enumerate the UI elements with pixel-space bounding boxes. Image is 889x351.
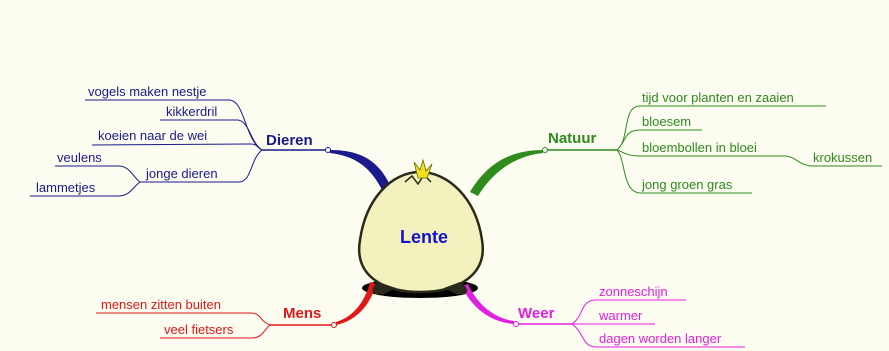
branch-label-natuur: Natuur [548,130,596,147]
branch-label-dieren: Dieren [266,132,313,149]
dieren-leaf-3: koeien naar de wei [98,128,207,143]
dieren-leaf-4: jonge dieren [145,166,218,181]
natuur-leaf-4: krokussen [813,150,872,165]
weer-node-dot [514,322,519,327]
dieren-trunk [330,150,392,194]
dieren-leaf-6: lammetjes [36,180,96,195]
natuur-node-dot [543,148,548,153]
natuur-leaf-1: tijd voor planten en zaaien [642,90,794,105]
mens-node-dot [332,323,337,328]
branch-label-mens: Mens [283,305,321,322]
natuur-leaf-2: bloesem [642,114,691,129]
weer-leaf-3: dagen worden langer [599,331,722,346]
weer-leaf-2: warmer [598,308,643,323]
natuur-trunk [470,150,543,196]
weer-trunk [462,284,514,324]
center-label: Lente [400,227,448,247]
dieren-node-dot [326,148,331,153]
dieren-leaf-1: vogels maken nestje [88,84,207,99]
dieren-leaf-5: veulens [57,150,102,165]
mens-leaf-2: veel fietsers [164,322,234,337]
mens-leaf-1: mensen zitten buiten [101,297,221,312]
natuur-leaf-3: bloembollen in bloei [642,140,757,155]
branch-label-weer: Weer [518,305,555,322]
dieren-leaf-2: kikkerdril [166,104,217,119]
dieren-link-3 [92,144,262,150]
weer-leaf-1: zonneschijn [599,284,668,299]
natuur-leaf-5: jong groen gras [641,177,733,192]
mens-trunk [336,282,376,325]
